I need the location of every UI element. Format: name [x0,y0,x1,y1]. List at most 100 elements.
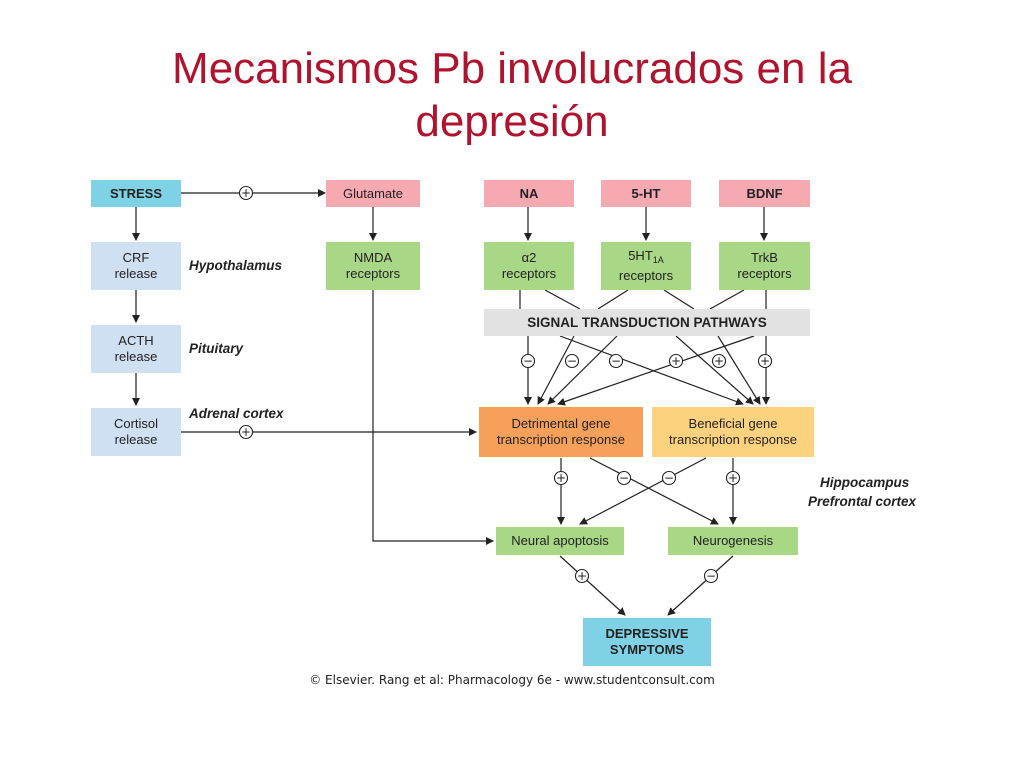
sign-apoptosis-depressive-plus-icon: + [574,568,590,583]
glutamate-label: Glutamate [343,185,403,201]
arrow-sig-ben-3 [717,335,761,405]
line-alpha2-sig-cross [544,289,581,310]
sign-path-5-sign: + [714,354,724,368]
nmda-receptors-box: NMDA receptors [326,242,420,290]
5ht1a-receptors-box: 5HT1A receptors [601,242,691,290]
line-5ht1a-left [597,289,629,310]
stress-box: STRESS [91,180,181,207]
arrow-ben-apoptosis [579,457,707,525]
cortisol-label: Cortisol [113,416,159,431]
trkb-receptors-label: receptors [737,266,792,281]
5ht1a-label: 5HT1A [628,248,664,268]
slide-title: Mecanismos Pb involucrados en la depresi… [0,42,1024,148]
cortisol-release-label: release [114,432,158,447]
region-prefrontal-cortex: Prefrontal cortex [808,494,917,509]
sign-path-1-minus-icon: − [520,353,536,368]
crf-release-box: CRF release [91,242,181,290]
nmda-receptors-label: receptors [345,266,401,281]
line-trkb-cross [709,289,745,310]
neurogenesis-label: Neurogenesis [692,533,774,548]
sign-stress-glutamate-sign: + [241,186,251,200]
sign-det-apoptosis-plus-icon: + [553,470,569,485]
beneficial-label-2: transcription response [669,432,797,447]
crf-label: CRF [122,250,150,265]
region-hypothalamus: Hypothalamus [189,258,283,273]
detrimental-response-box: Detrimental gene transcription response [479,407,643,457]
sign-det-neurogenesis-sign: − [619,471,629,485]
sign-stress-glutamate-plus-icon: + [238,185,254,200]
sign-ben-neurogenesis-plus-icon: + [725,470,741,485]
detrimental-label-2: transcription response [497,432,625,447]
5ht-label: 5-HT [631,185,661,201]
sign-det-neurogenesis-minus-icon: − [616,470,632,485]
acth-release-label: release [114,349,158,364]
sign-neurogenesis-depressive-sign: − [706,569,716,583]
sign-path-2-minus-icon: − [564,353,580,368]
glutamate-box: Glutamate [326,180,420,207]
na-label: NA [519,185,539,201]
sign-path-4-plus-icon: + [668,353,684,368]
sign-path-1-sign: − [523,354,533,368]
neural-apoptosis-box: Neural apoptosis [496,527,624,555]
acth-release-box: ACTH release [91,325,181,373]
detrimental-label-1: Detrimental gene [511,416,611,431]
beneficial-label-1: Beneficial gene [688,416,778,431]
sign-path-3-minus-icon: − [608,353,624,368]
arrow-sig-ben-2 [675,335,754,405]
acth-label: ACTH [118,333,154,348]
title-line-2: depresión [415,97,609,146]
sign-path-5-plus-icon: + [711,353,727,368]
sign-path-3-sign: − [611,354,621,368]
cortisol-release-box: Cortisol release [91,408,181,456]
alpha2-receptors-box: α2 receptors [484,242,574,290]
sign-cortisol-detrimental-sign: + [241,425,251,439]
sign-cortisol-detrimental-plus-icon: + [238,424,254,439]
5ht1a-receptors-label: receptors [618,268,674,283]
bdnf-label: BDNF [746,185,783,201]
depressive-symptoms-box: DEPRESSIVE SYMPTOMS [583,618,711,666]
sign-ben-neurogenesis-sign: + [728,471,738,485]
5ht1a-subscript: 1A [652,255,664,265]
depressive-label-1: DEPRESSIVE [605,626,689,641]
arrow-det-neurogenesis [589,457,719,525]
sign-ben-apoptosis-sign: − [664,471,674,485]
sign-path-6-plus-icon: + [757,353,773,368]
region-hippocampus: Hippocampus [820,475,910,490]
arrow-sig-det-4 [557,335,755,406]
arrow-sig-det-2 [537,335,575,405]
signal-transduction-box: SIGNAL TRANSDUCTION PATHWAYS [484,309,810,336]
line-5ht1a-right [663,289,695,310]
nmda-label: NMDA [353,250,393,265]
sign-path-6-sign: + [760,354,770,368]
alpha2-label: α2 [521,250,537,265]
5ht-box: 5-HT [601,180,691,207]
arrow-neurogenesis-depressive [667,555,734,616]
region-pituitary: Pituitary [189,341,244,356]
5ht1a-base: 5HT [628,248,653,263]
neurogenesis-box: Neurogenesis [668,527,798,555]
arrow-apoptosis-depressive [559,555,626,616]
sign-det-apoptosis-sign: + [556,471,566,485]
sign-ben-apoptosis-minus-icon: − [661,470,677,485]
sign-path-2-sign: − [567,354,577,368]
arrow-sig-ben-1 [559,335,744,406]
signal-transduction-label: SIGNAL TRANSDUCTION PATHWAYS [527,314,767,330]
stress-label: STRESS [109,185,162,201]
beneficial-response-box: Beneficial gene transcription response [652,407,814,457]
title-line-1: Mecanismos Pb involucrados en la [172,44,852,93]
region-adrenal-cortex: Adrenal cortex [189,406,284,421]
sign-apoptosis-depressive-sign: + [577,569,587,583]
trkb-label: TrkB [751,250,778,265]
trkb-receptors-box: TrkB receptors [719,242,810,290]
crf-release-label: release [114,266,158,281]
sign-path-4-sign: + [671,354,681,368]
bdnf-box: BDNF [719,180,810,207]
na-box: NA [484,180,574,207]
alpha2-receptors-label: receptors [501,266,557,281]
sign-neurogenesis-depressive-minus-icon: − [703,568,719,583]
arrow-nmda-apoptosis [372,290,494,545]
depressive-label-2: SYMPTOMS [609,642,685,657]
arrow-sig-det-3 [547,335,618,405]
copyright-credit: © Elsevier. Rang et al: Pharmacology 6e … [309,673,715,687]
